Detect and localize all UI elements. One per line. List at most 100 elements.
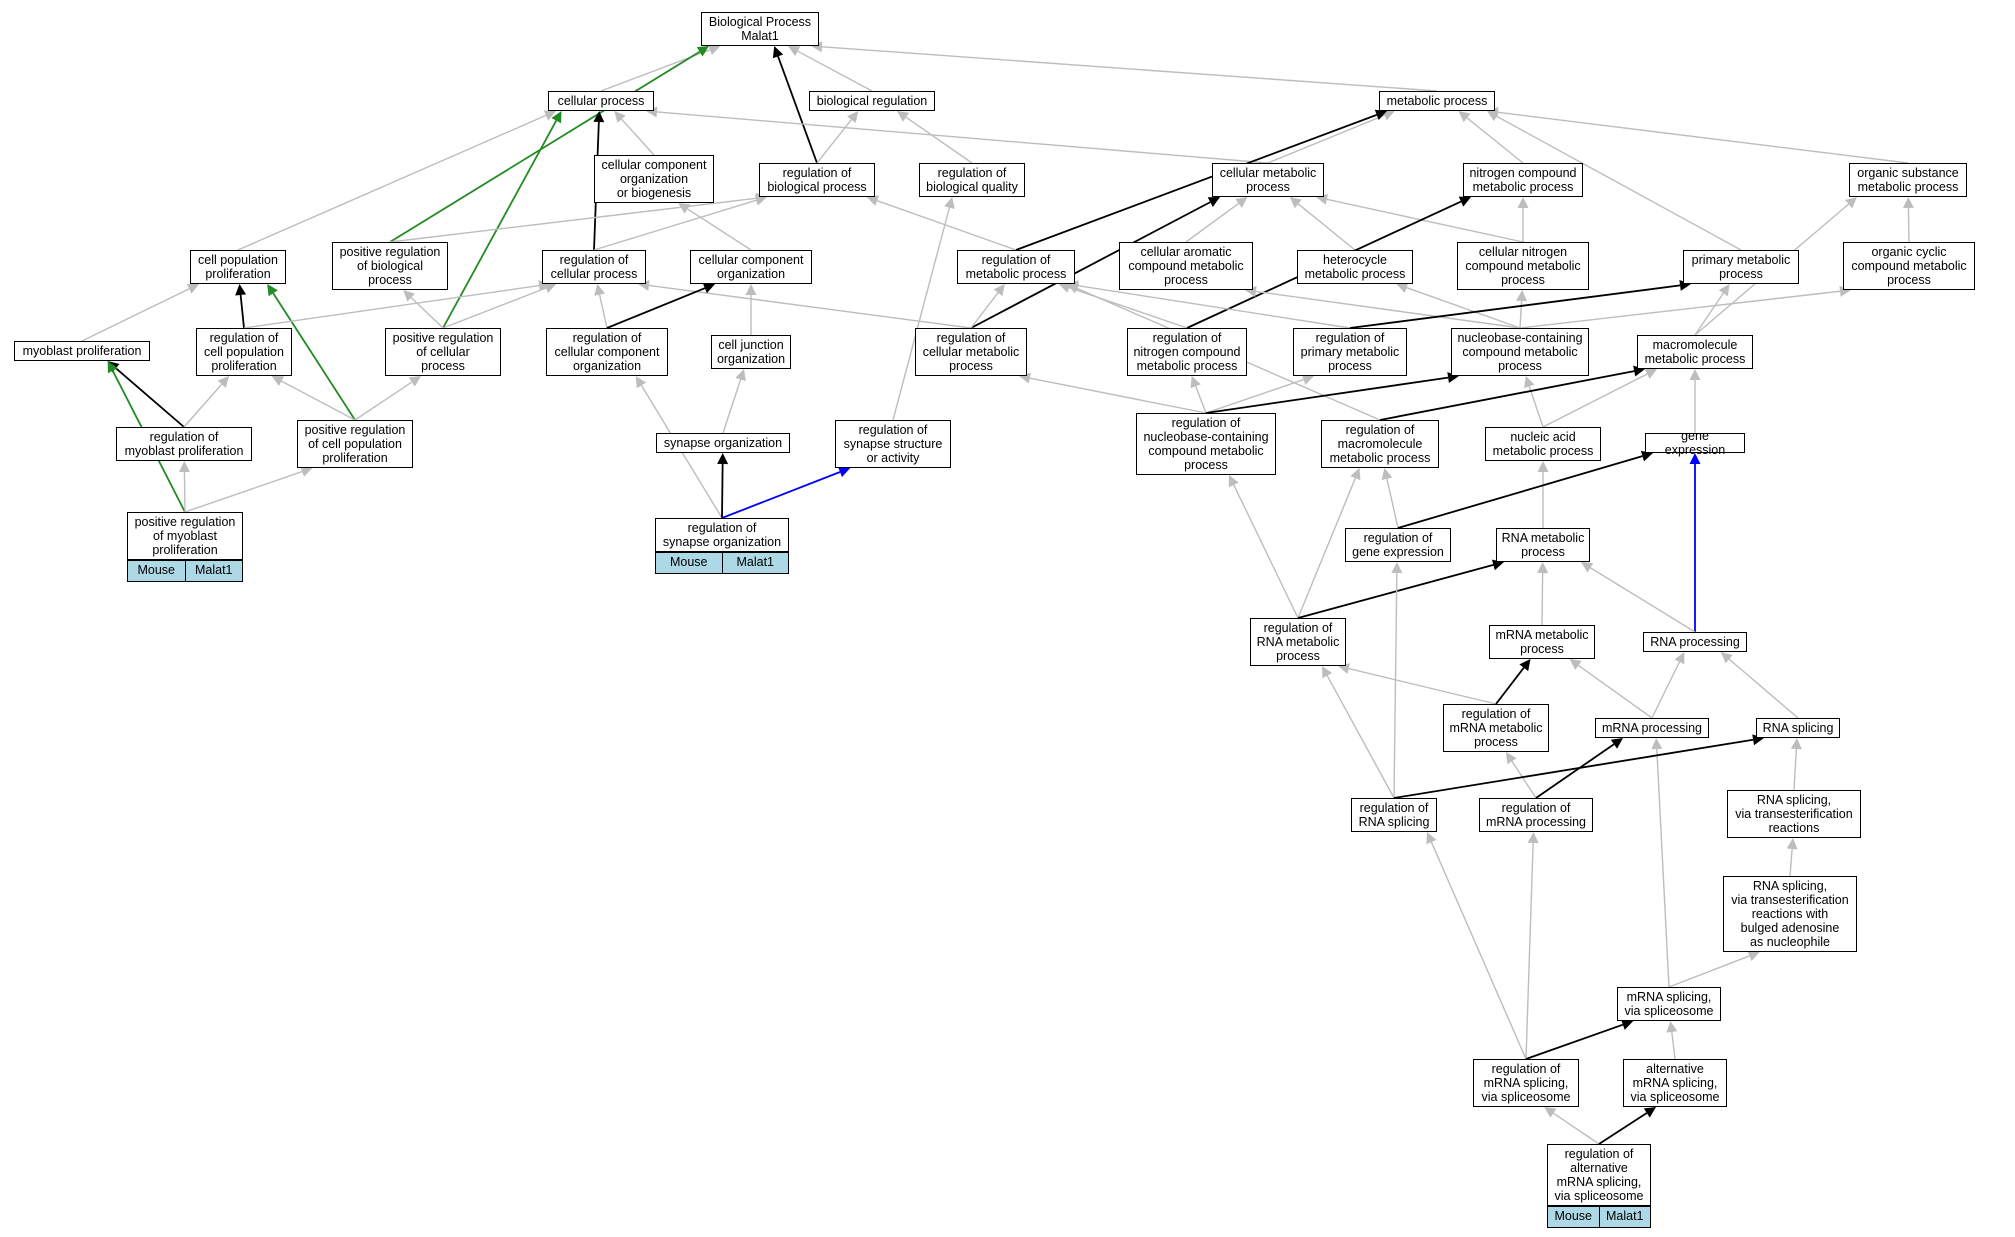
node-cell-junction-org[interactable]: cell junction organization [711,335,791,369]
edge-line [184,470,303,513]
edge-arrowhead [1720,652,1733,664]
edge-arrowhead [1537,461,1549,472]
node-rna-splicing[interactable]: RNA splicing [1756,718,1840,738]
node-cellular-component-org[interactable]: cellular component organization [690,250,812,284]
node-reg-cellular-metabolic[interactable]: regulation of cellular metabolic process [915,328,1027,376]
species-tag[interactable]: Mouse [655,552,723,574]
node-mrna-splicing[interactable]: mRNA splicing, via spliceosome [1617,987,1721,1021]
edge-line [821,46,1438,92]
edge-arrowhead [678,203,691,214]
edge-line [905,116,973,164]
node-reg-cc-org[interactable]: regulation of cellular component organiz… [546,328,668,376]
node-macromolecule-metabolic[interactable]: macromolecule metabolic process [1637,335,1753,369]
node-reg-synapse-structure[interactable]: regulation of synapse structure or activ… [835,420,951,468]
node-reg-mrna-metabolic[interactable]: regulation of mRNA metabolic process [1443,704,1549,752]
node-cell-pop-prolif[interactable]: cell population proliferation [190,250,286,284]
edge-arrowhead [1301,374,1314,385]
node-reg-bio-process[interactable]: regulation of biological process [759,163,875,197]
node-myoblast-prolif[interactable]: myoblast proliferation [14,341,150,361]
gene-tag[interactable]: Malat1 [1599,1206,1651,1228]
node-cellular-process[interactable]: cellular process [548,91,654,111]
edge-line [1297,203,1356,251]
node-reg-gene-expression[interactable]: regulation of gene expression [1345,528,1451,562]
edge-line [1542,373,1648,428]
node-cellular-aromatic[interactable]: cellular aromatic compound metabolic pro… [1119,242,1253,290]
node-label: positive regulation of cell population p… [304,423,406,465]
node-reg-myoblast-prolif[interactable]: regulation of myoblast proliferation [116,427,252,461]
node-reg-mrna-processing[interactable]: regulation of mRNA processing [1479,798,1593,832]
species-tag[interactable]: Mouse [1547,1206,1600,1228]
edge-arrowhead [267,284,278,297]
node-reg-bio-quality[interactable]: regulation of biological quality [919,163,1025,197]
node-biological-regulation[interactable]: biological regulation [809,91,935,111]
node-reg-synapse-org[interactable]: regulation of synapse organization [655,518,789,552]
node-label: regulation of cell population proliferat… [204,331,284,373]
node-reg-rna-metabolic[interactable]: regulation of RNA metabolic process [1250,618,1346,666]
edge-line [1267,114,1385,164]
node-reg-primary-metabolic[interactable]: regulation of primary metabolic process [1293,328,1407,376]
node-cellular-nitrogen[interactable]: cellular nitrogen compound metabolic pro… [1457,242,1589,290]
edge-arrowhead [1382,110,1395,121]
edge-arrowhead [1643,1107,1656,1118]
edge-line [1598,1112,1648,1145]
node-nitrogen-compound-metabolic[interactable]: nitrogen compound metabolic process [1463,163,1583,197]
node-metabolic-process[interactable]: metabolic process [1379,91,1495,111]
node-root[interactable]: Biological Process Malat1 [701,12,819,46]
gene-tag[interactable]: Malat1 [722,552,789,574]
edge-line [442,287,547,329]
node-reg-cellular-process[interactable]: regulation of cellular process [542,250,646,284]
node-gene-expression[interactable]: gene expression [1645,429,1745,457]
node-pos-reg-cellular-process[interactable]: positive regulation of cellular process [385,328,501,376]
edge-arrowhead [1845,197,1857,209]
edge-line [1535,743,1615,799]
node-reg-rna-splicing[interactable]: regulation of RNA splicing [1351,798,1437,832]
edge-arrowhead [1245,286,1257,297]
node-mrna-processing[interactable]: mRNA processing [1595,718,1709,738]
node-rna-splicing-bulged[interactable]: RNA splicing, via transesterification re… [1723,876,1857,952]
node-reg-nitrogen-compound[interactable]: regulation of nitrogen compound metaboli… [1127,328,1247,376]
node-reg-cell-pop-prolif[interactable]: regulation of cell population proliferat… [196,328,292,376]
node-reg-alt-mrna-splicing[interactable]: regulation of alternative mRNA splicing,… [1547,1144,1651,1206]
node-label: positive regulation of myoblast prolifer… [134,515,236,557]
node-ccob[interactable]: cellular component organization or bioge… [594,155,714,203]
species-tag[interactable]: Mouse [127,560,186,582]
node-nucleic-acid-metabolic[interactable]: nucleic acid metabolic process [1485,427,1601,461]
gene-tag[interactable]: Malat1 [185,560,243,582]
node-rna-processing[interactable]: RNA processing [1643,632,1747,652]
node-rna-splicing-trans[interactable]: RNA splicing, via transesterification re… [1727,790,1861,838]
node-rna-metabolic[interactable]: RNA metabolic process [1496,528,1590,562]
node-label: regulation of gene expression [1352,531,1444,559]
edge-arrowhead [594,284,605,296]
node-mrna-metabolic[interactable]: mRNA metabolic process [1489,625,1595,659]
edge-line [243,284,540,329]
node-reg-mrna-splicing[interactable]: regulation of mRNA splicing, via spliceo… [1473,1059,1579,1107]
edge-arrowhead [944,197,955,210]
node-primary-metabolic[interactable]: primary metabolic process [1683,250,1799,284]
node-alt-mrna-splicing[interactable]: alternative mRNA splicing, via spliceoso… [1623,1059,1727,1107]
edge-line [1205,378,1304,414]
node-label: mRNA splicing, via spliceosome [1624,990,1714,1018]
edge-arrowhead [1689,369,1701,380]
node-nucleobase-metabolic[interactable]: nucleobase-containing compound metabolic… [1451,328,1589,376]
node-synapse-org[interactable]: synapse organization [656,433,790,453]
node-pos-reg-myoblast-prolif[interactable]: positive regulation of myoblast prolifer… [127,512,243,560]
node-organic-substance-metabolic[interactable]: organic substance metabolic process [1849,163,1967,197]
node-reg-macromolecule[interactable]: regulation of macromolecule metabolic pr… [1321,420,1439,468]
edge-arrowhead [1839,285,1851,297]
edge-line [1205,376,1449,414]
edge-arrowhead [1190,376,1201,389]
node-cellular-metabolic[interactable]: cellular metabolic process [1212,163,1324,197]
edge-line [598,294,608,329]
node-organic-cyclic[interactable]: organic cyclic compound metabolic proces… [1843,242,1975,290]
node-reg-metabolic-process[interactable]: regulation of metabolic process [957,250,1075,284]
node-label: heterocycle metabolic process [1304,253,1406,281]
edge-line [1497,111,1909,164]
node-pos-reg-bio-process[interactable]: positive regulation of biological proces… [332,242,448,290]
node-pos-reg-cell-pop-prolif[interactable]: positive regulation of cell population p… [297,420,413,468]
node-heterocycle-metabolic[interactable]: heterocycle metabolic process [1297,250,1413,284]
edge-arrowhead [1487,111,1500,122]
edge-line [1015,114,1378,251]
node-reg-nucleobase[interactable]: regulation of nucleobase-containing comp… [1136,413,1276,475]
edge-arrowhead [107,361,118,374]
node-label: cellular component organization [698,253,804,281]
